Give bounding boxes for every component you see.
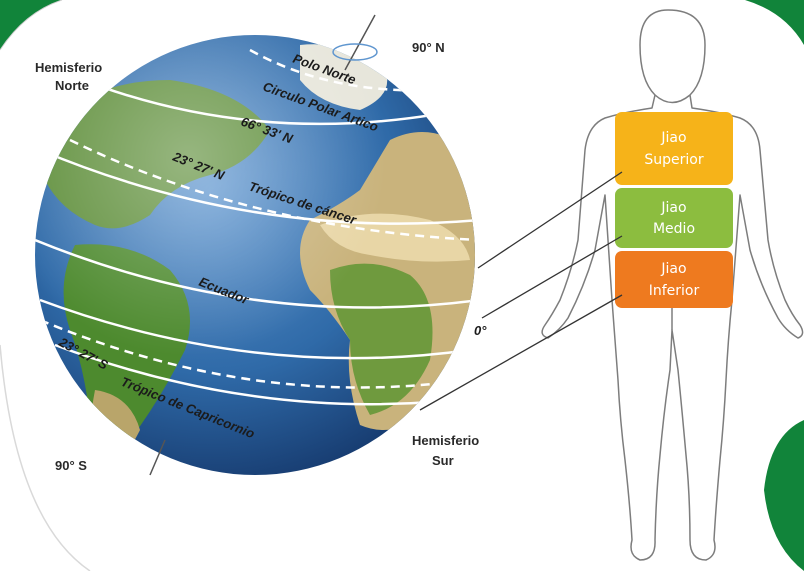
jiao-medio-line1: Jiao bbox=[660, 200, 686, 216]
globe bbox=[35, 15, 480, 475]
zero-degree-label: 0° bbox=[474, 323, 487, 338]
jiao-superior-box: Jiao Superior bbox=[615, 112, 733, 185]
jiao-superior-line2: Superior bbox=[644, 152, 703, 168]
corner-decoration-top-left bbox=[0, 0, 62, 50]
corner-decoration-top-right bbox=[745, 0, 804, 45]
jiao-inferior-box: Jiao Inferior bbox=[615, 251, 733, 308]
south-hemisphere-label-2: Sur bbox=[432, 453, 454, 468]
jiao-inferior-line1: Jiao bbox=[660, 261, 686, 277]
corner-decoration-bottom-right bbox=[764, 420, 804, 571]
connector-medio bbox=[482, 236, 622, 318]
jiao-medio-line2: Medio bbox=[653, 221, 695, 237]
north-pole-label: 90° N bbox=[412, 40, 445, 55]
jiao-inferior-line2: Inferior bbox=[649, 283, 700, 299]
jiao-superior-line1: Jiao bbox=[660, 130, 686, 146]
north-hemisphere-label-2: Norte bbox=[55, 78, 89, 93]
south-pole-label: 90° S bbox=[55, 458, 87, 473]
jiao-medio-box: Jiao Medio bbox=[615, 188, 733, 248]
south-hemisphere-label-1: Hemisferio bbox=[412, 433, 479, 448]
north-hemisphere-label-1: Hemisferio bbox=[35, 60, 102, 75]
